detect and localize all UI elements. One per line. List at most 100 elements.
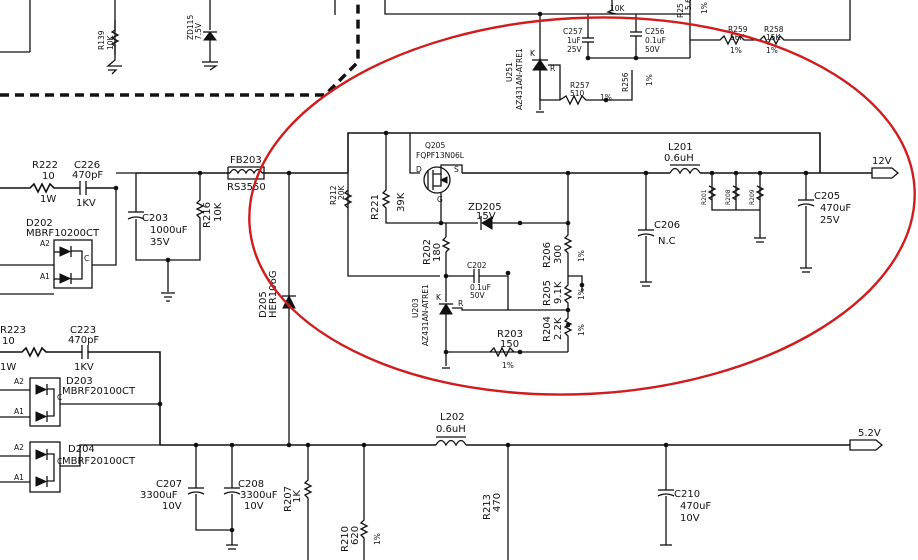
r213-ref: R213 — [482, 494, 493, 520]
l202-symbol — [435, 439, 467, 447]
r203-value: 150 — [500, 339, 519, 350]
c256-value: 0.1uF — [645, 36, 666, 45]
r222-ref: R222 — [32, 160, 58, 171]
c205-rating: 25V — [820, 215, 840, 226]
r258-tol: 1% — [766, 46, 778, 55]
c226-value: 470pF — [72, 170, 103, 181]
c208-rating: 10V — [244, 501, 264, 512]
c205-ref: C205 — [814, 191, 840, 202]
r216-ref: R216 — [202, 202, 213, 228]
r221-value: 39K — [396, 192, 407, 212]
r206-value: 300 — [553, 245, 564, 264]
c207-rating: 10V — [162, 501, 182, 512]
r202-value: 180 — [432, 243, 443, 262]
u203-regulation-block: R212 20K R221 39K ZD205 15V R202 180 C20… — [329, 170, 586, 370]
d202-part: MBRF10200CT — [26, 228, 100, 239]
d204-pin-c: C — [57, 457, 62, 466]
r223-rating: 1W — [0, 362, 16, 373]
rail-12v: 12V R20 — [0, 130, 900, 448]
r222-value: 10 — [42, 171, 55, 182]
zd205-value: 15V — [476, 211, 496, 222]
l201-symbol — [669, 167, 701, 175]
r139-value: 10K — [106, 34, 115, 50]
c203-value: 1000uF — [150, 225, 188, 236]
r257-ref: R257 — [570, 81, 590, 90]
u203-pin-k: K — [436, 293, 442, 302]
r10k-top-value: 10K — [610, 4, 626, 13]
r212-value: 20K — [337, 184, 346, 200]
l201-ref: L201 — [668, 142, 693, 153]
c226-ref: C226 — [74, 160, 100, 171]
rail-5v2: 5.2V — [0, 345, 884, 560]
c210-rating: 10V — [680, 513, 700, 524]
r259-tol: 1% — [730, 46, 742, 55]
q205-ref: Q205 — [425, 141, 445, 150]
r258-ref: R258 — [764, 25, 784, 34]
c203-rating: 35V — [150, 237, 170, 248]
out-5v2-label: 5.2V — [858, 428, 881, 439]
out-12v-label: 12V — [872, 156, 892, 167]
fb203-part: RS3550 — [227, 182, 266, 193]
c207-ref: C207 — [156, 479, 182, 490]
d202-pin-c: C — [84, 254, 89, 263]
l202-value: 0.6uH — [436, 424, 466, 435]
r223-ref: R223 — [0, 325, 26, 336]
d202-pin-a1: A1 — [40, 272, 50, 281]
r213-value: 470 — [492, 493, 503, 512]
r201-ref: R201 — [701, 189, 708, 205]
c257-ref: C257 — [563, 27, 583, 36]
c208-value: 3300uF — [240, 490, 278, 501]
r204-ref: R204 — [542, 316, 553, 342]
r205-tol: 1% — [577, 288, 586, 300]
c205-value: 470uF — [820, 203, 851, 214]
c256-ref: C256 — [645, 27, 665, 36]
r210-tol: 1% — [373, 533, 382, 545]
fb203-ref: FB203 — [230, 155, 262, 166]
d202-ref: D202 — [26, 218, 53, 229]
zd205-ref: ZD205 — [468, 202, 502, 213]
isolation-boundary — [0, 0, 360, 97]
u203-ref: U203 — [411, 298, 420, 318]
d204-pin-a2: A2 — [14, 443, 24, 452]
r259-ref: R259 — [728, 25, 748, 34]
zd115-ref: ZD115 — [186, 15, 195, 40]
c210-value: 470uF — [680, 501, 711, 512]
r25x-tol: 1% — [700, 2, 709, 14]
d202-dual-diode: A2 A1 C — [0, 239, 93, 295]
u203-part: AZ431AN-ATRE1 — [421, 284, 430, 346]
r206-ref: R206 — [542, 242, 553, 268]
r207-value: 1K — [292, 490, 303, 503]
d204-ref: D204 — [68, 444, 95, 455]
rail-12v-labels: R222 10 1W C226 470pF 1KV D202 MBRF10200… — [26, 142, 851, 318]
r205-value: 9.1K — [553, 281, 564, 304]
zd115-symbol — [203, 31, 217, 41]
c257-value: 1uF — [567, 36, 581, 45]
r208-ref: R208 — [725, 189, 732, 205]
r256-ref: R256 — [621, 72, 630, 92]
r139-ref: R139 — [97, 30, 106, 50]
q205-part: FQPF13N06L — [416, 151, 465, 160]
c206-ref: C206 — [654, 220, 680, 231]
r257-tol: 1% — [600, 93, 612, 102]
u203-symbol — [439, 303, 453, 315]
r205-ref: R205 — [542, 280, 553, 306]
out-5v2-flag — [849, 439, 884, 451]
r203-tol: 1% — [502, 361, 514, 370]
d203-pin-c: C — [57, 393, 62, 402]
r257-value: 510 — [570, 89, 585, 98]
u251-feedback-block: U251 AZ431AN-ATRE1 K R C257 1uF 25V C256… — [384, 0, 851, 113]
r212-ref: R212 — [329, 185, 338, 205]
u251-pin-k: K — [530, 49, 536, 58]
r207-ref: R207 — [283, 486, 294, 512]
d204-pin-a1: A1 — [14, 473, 24, 482]
c207-value: 3300uF — [140, 490, 178, 501]
r258-value: 15K — [766, 33, 782, 42]
q205-mosfet: Q205 FQPF13N06L D S G — [409, 133, 465, 223]
c208-ref: C208 — [238, 479, 264, 490]
r25x-ref: R25 — [676, 3, 685, 18]
q205-pin-d: D — [416, 165, 422, 174]
r256-tol: 1% — [645, 74, 654, 86]
r203-ref: R203 — [497, 329, 523, 340]
l202-ref: L202 — [440, 412, 465, 423]
